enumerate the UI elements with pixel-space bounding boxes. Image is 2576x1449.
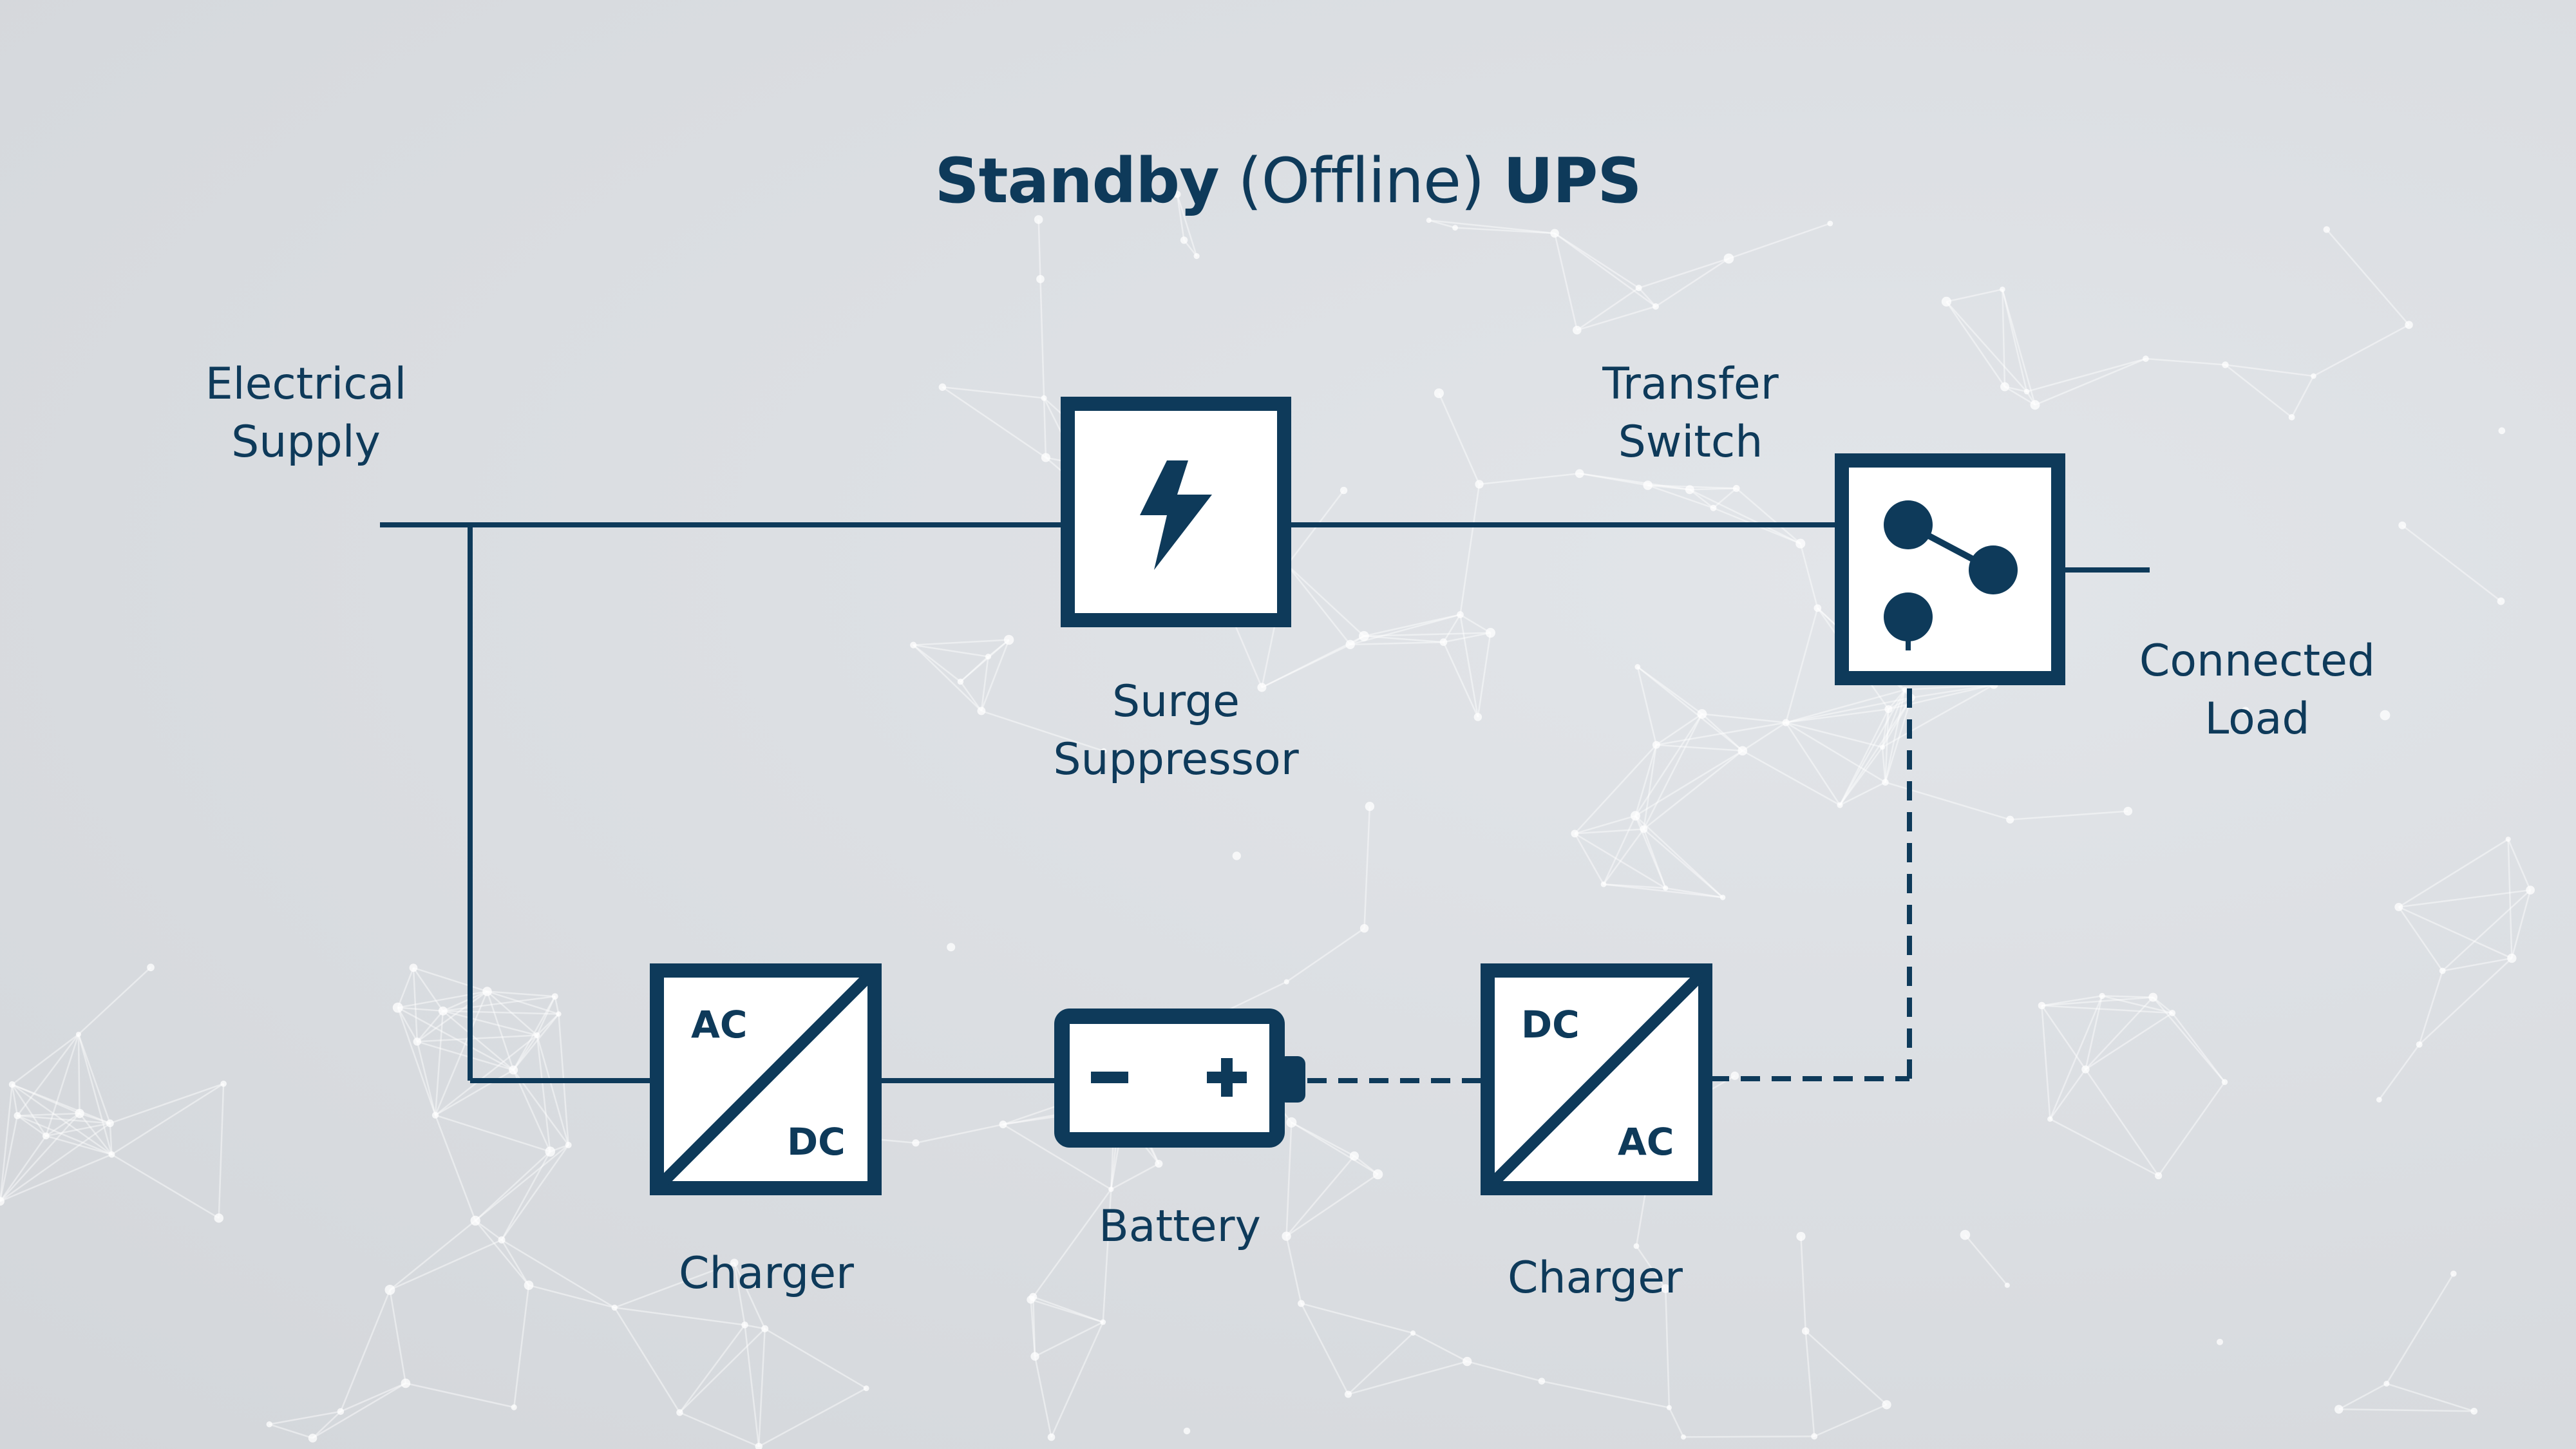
lightning-bolt-icon bbox=[1140, 460, 1212, 570]
switch-contact-icon bbox=[1884, 500, 1933, 549]
title-part-ups: UPS bbox=[1503, 145, 1642, 217]
battery-label: Battery bbox=[1051, 1198, 1309, 1256]
charger-right-label: Charger bbox=[1466, 1249, 1724, 1307]
charger-right-ac-label: AC bbox=[1618, 1120, 1674, 1164]
charger-right-label-text: Charger bbox=[1508, 1253, 1683, 1303]
charger-left-label-text: Charger bbox=[679, 1248, 854, 1299]
electrical-supply-label: Electrical Supply bbox=[177, 355, 435, 471]
battery-minus-icon bbox=[1091, 1072, 1128, 1083]
page-title: Standby (Offline) UPS bbox=[0, 145, 2576, 217]
charger-left-dc-label: DC bbox=[787, 1120, 846, 1164]
surge-suppressor-label-line2: Suppressor bbox=[1053, 734, 1299, 785]
title-part-standby: Standby bbox=[934, 145, 1220, 217]
surge-suppressor-label: Surge Suppressor bbox=[1015, 673, 1337, 789]
connected-load-label: Connected Load bbox=[2096, 632, 2418, 748]
charger-right-dc-label: DC bbox=[1521, 1003, 1580, 1046]
charger-left-label: Charger bbox=[638, 1245, 895, 1303]
background-network-lines bbox=[0, 191, 2535, 1449]
connected-load-label-line2: Load bbox=[2204, 694, 2310, 744]
battery-label-text: Battery bbox=[1099, 1201, 1261, 1252]
charger-right-box: DC AC bbox=[1481, 963, 1712, 1195]
charger-left-box: AC DC bbox=[650, 963, 882, 1195]
switch-contact-icon bbox=[1969, 545, 2018, 594]
transfer-switch-label: Transfer Switch bbox=[1562, 355, 1819, 471]
title-part-offline: (Offline) bbox=[1238, 145, 1484, 217]
charger-left-ac-label: AC bbox=[691, 1003, 747, 1046]
electrical-supply-label-line1: Electrical bbox=[205, 359, 407, 410]
connected-load-label-line1: Connected bbox=[2139, 636, 2376, 687]
surge-suppressor-box bbox=[1061, 397, 1291, 627]
transfer-switch-label-line2: Switch bbox=[1618, 417, 1763, 468]
transfer-switch-label-line1: Transfer bbox=[1602, 359, 1779, 410]
surge-suppressor-label-line1: Surge bbox=[1112, 676, 1240, 727]
battery-icon bbox=[1054, 1009, 1305, 1148]
electrical-supply-label-line2: Supply bbox=[231, 417, 381, 468]
transfer-switch-box bbox=[1835, 453, 2065, 685]
